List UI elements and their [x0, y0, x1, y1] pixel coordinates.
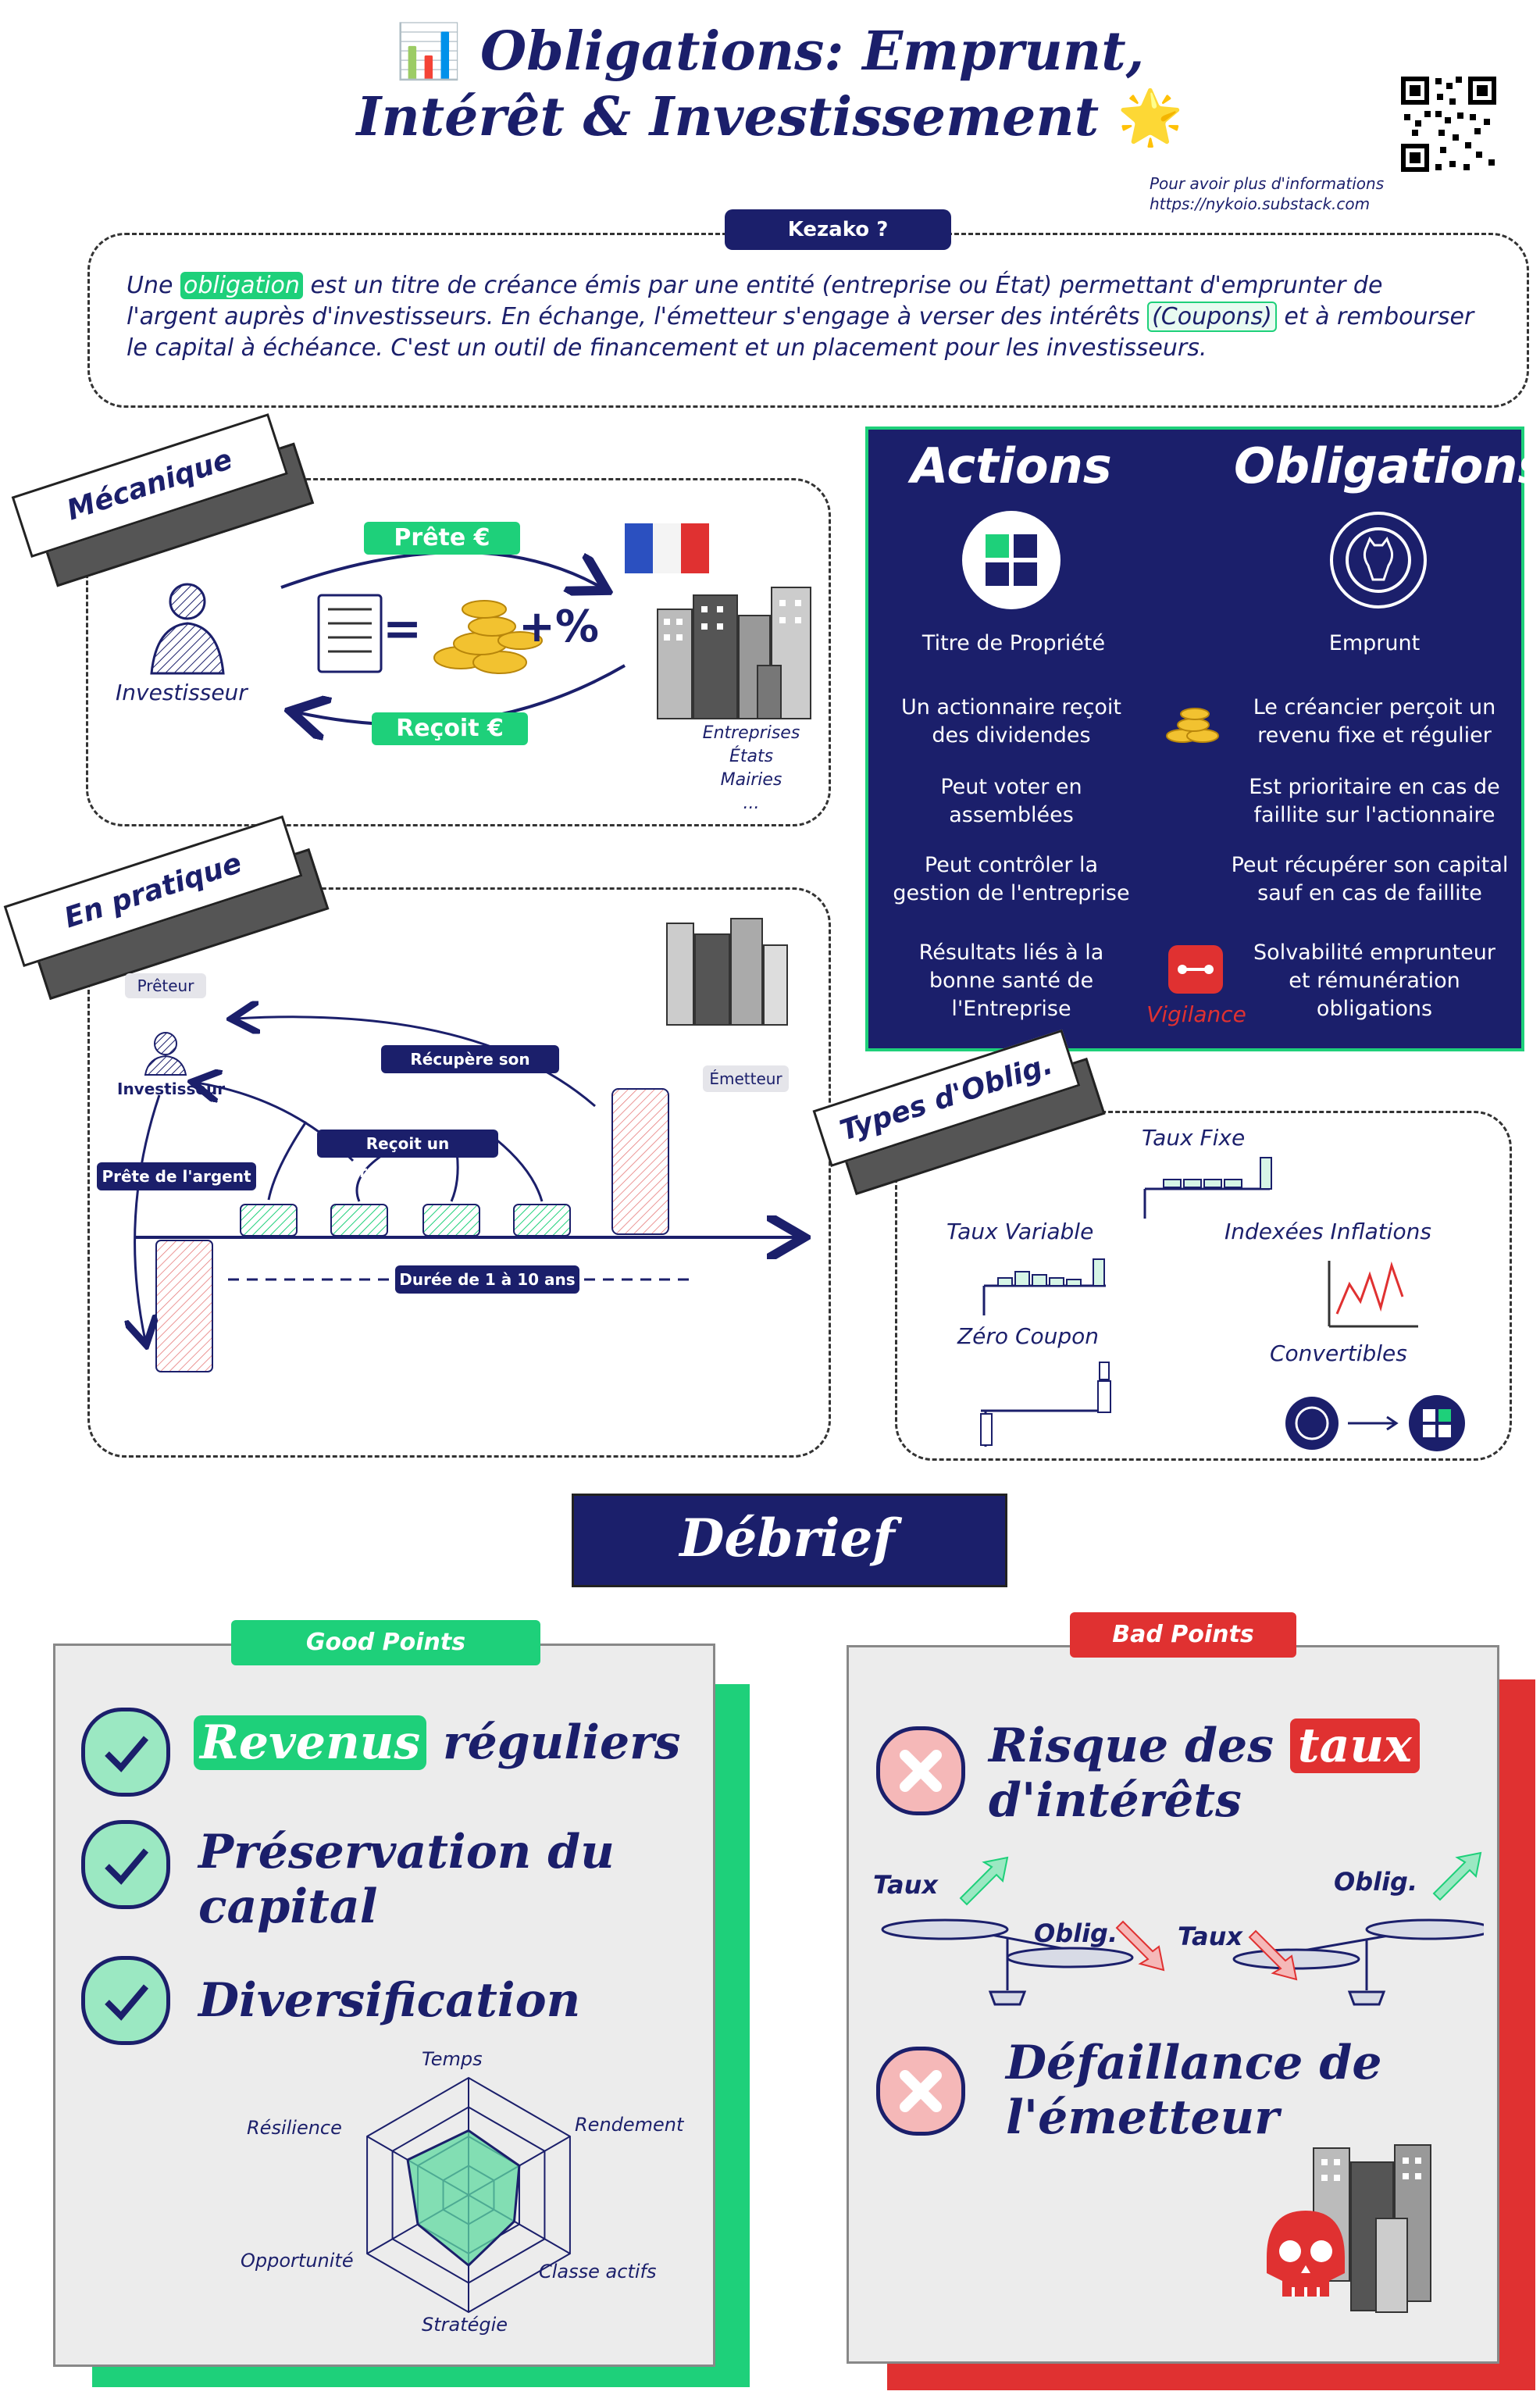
bond-octocat-icon — [1330, 512, 1427, 609]
radar-value-area — [406, 2129, 521, 2267]
type-convertibles: Convertibles — [1270, 1340, 1407, 1366]
types-box — [895, 1111, 1512, 1461]
row3-right: Est prioritaire en cas de faillite sur l… — [1249, 775, 1500, 827]
star-icon: 🌟 — [1117, 86, 1184, 148]
row1-left: Titre de Propriété — [922, 631, 1106, 655]
skull-buildings-icon — [1267, 2144, 1431, 2313]
radar-axis-strategie: Stratégie — [422, 2314, 508, 2336]
radar-axis-rendement: Rendement — [575, 2114, 684, 2136]
emitters-list: Entreprises États Mairies ... — [702, 723, 800, 813]
check-icon-3 — [81, 1956, 170, 2045]
row4-right: Peut récupérer son capital sauf en cas d… — [1231, 853, 1509, 905]
actions-title: Actions — [911, 437, 1112, 494]
balance-left-oblig: Oblig. — [1034, 1918, 1118, 1948]
check-icon-1 — [81, 1708, 170, 1797]
kezako-text: Une obligation est un titre de créance é… — [127, 272, 1474, 362]
balance-right-taux: Taux — [1178, 1922, 1243, 1951]
kezako-label: Kezako ? — [725, 209, 951, 250]
row2-left: Un actionnaire reçoit des dividendes — [901, 695, 1121, 748]
rendement-label: Reçoit un rendement — [317, 1130, 498, 1181]
preteur-tag: Prêteur — [125, 973, 206, 998]
page-title: 📊 Obligations: Emprunt, Intérêt & Invest… — [0, 19, 1540, 150]
title-line-2: Intérêt & Investissement — [356, 86, 1100, 148]
taux-highlight: taux — [1289, 1719, 1420, 1773]
good-item-2: Préservation du capital — [198, 1825, 615, 1934]
row3-left: Peut voter en assemblées — [940, 775, 1082, 827]
good-item-3: Diversification — [198, 1973, 581, 2028]
radar-chart — [366, 2076, 571, 2314]
coupons-highlight: (Coupons) — [1147, 302, 1277, 332]
duree-label: Durée de 1 à 10 ans — [395, 1265, 579, 1294]
recupere-label: Récupère son argent — [381, 1045, 559, 1097]
balance-right-oblig: Oblig. — [1334, 1867, 1418, 1897]
x-icon-2 — [876, 2047, 965, 2136]
equals-sign: = — [383, 601, 422, 656]
row5-right: Solvabilité emprunteur et rémunération o… — [1253, 940, 1495, 1021]
mecanique-box — [86, 478, 831, 826]
type-zero-coupon: Zéro Coupon — [957, 1323, 1100, 1349]
good-item-1: Revenus réguliers — [194, 1715, 681, 1770]
bad-item-2: Défaillance de l'émetteur — [1006, 2036, 1382, 2145]
actions-grid-icon — [962, 511, 1061, 609]
radar-axis-opportunite: Opportunité — [241, 2250, 354, 2272]
balance-left-taux: Taux — [873, 1870, 939, 1900]
row4-left: Peut contrôler la gestion de l'entrepris… — [893, 853, 1130, 905]
debrief-banner — [572, 1494, 1007, 1587]
investisseur-label: Investisseur — [116, 680, 248, 705]
vigilance-label: Vigilance — [1146, 1001, 1246, 1027]
row1-right: Emprunt — [1328, 631, 1421, 655]
title-line-1: Obligations: Emprunt, — [480, 20, 1145, 83]
type-indexees: Indexées Inflations — [1225, 1219, 1431, 1244]
plus-percent: +% — [519, 601, 600, 652]
info-block: Pour avoir plus d'informations https://n… — [1150, 174, 1385, 213]
emetteur-tag: Émetteur — [703, 1065, 789, 1092]
revenus-highlight: Revenus — [194, 1715, 427, 1770]
obligation-highlight: obligation — [180, 272, 303, 299]
good-points-label: Good Points — [231, 1620, 540, 1665]
bad-points-label: Bad Points — [1070, 1612, 1296, 1658]
substack-link[interactable]: https://nykoio.substack.com — [1150, 195, 1371, 213]
check-icon-2 — [81, 1820, 170, 1909]
pratique-investisseur: Investisseur — [117, 1080, 226, 1098]
radar-axis-resilience: Résilience — [247, 2117, 342, 2139]
obligations-title: Obligations — [1234, 437, 1540, 494]
balance-diagram — [881, 1851, 1484, 2006]
coins-icon — [1166, 708, 1219, 743]
row5-left: Résultats liés à la bonne santé de l'Ent… — [918, 940, 1104, 1021]
types-diagrams — [980, 1157, 1465, 1451]
pratique-box — [87, 887, 831, 1458]
pratique-diagram — [87, 918, 826, 1372]
x-icon-1 — [876, 1726, 965, 1815]
vigilance-icon — [1168, 945, 1223, 994]
radar-axis-classe: Classe actifs — [539, 2261, 657, 2282]
type-taux-fixe: Taux Fixe — [1142, 1125, 1246, 1151]
prete-argent-label: Prête de l'argent — [97, 1162, 256, 1190]
row2-right: Le créancier perçoit un revenu fixe et r… — [1253, 695, 1496, 748]
bar-chart-icon: 📊 — [395, 20, 462, 83]
recoit-label: Reçoit € — [372, 712, 528, 745]
radar-axis-temps: Temps — [422, 2048, 483, 2070]
debrief-title: Débrief — [679, 1508, 895, 1569]
qr-code-icon — [1398, 73, 1499, 175]
mecanique-diagram — [150, 523, 811, 822]
type-taux-variable: Taux Variable — [946, 1219, 1094, 1244]
prete-label: Prête € — [364, 522, 520, 555]
